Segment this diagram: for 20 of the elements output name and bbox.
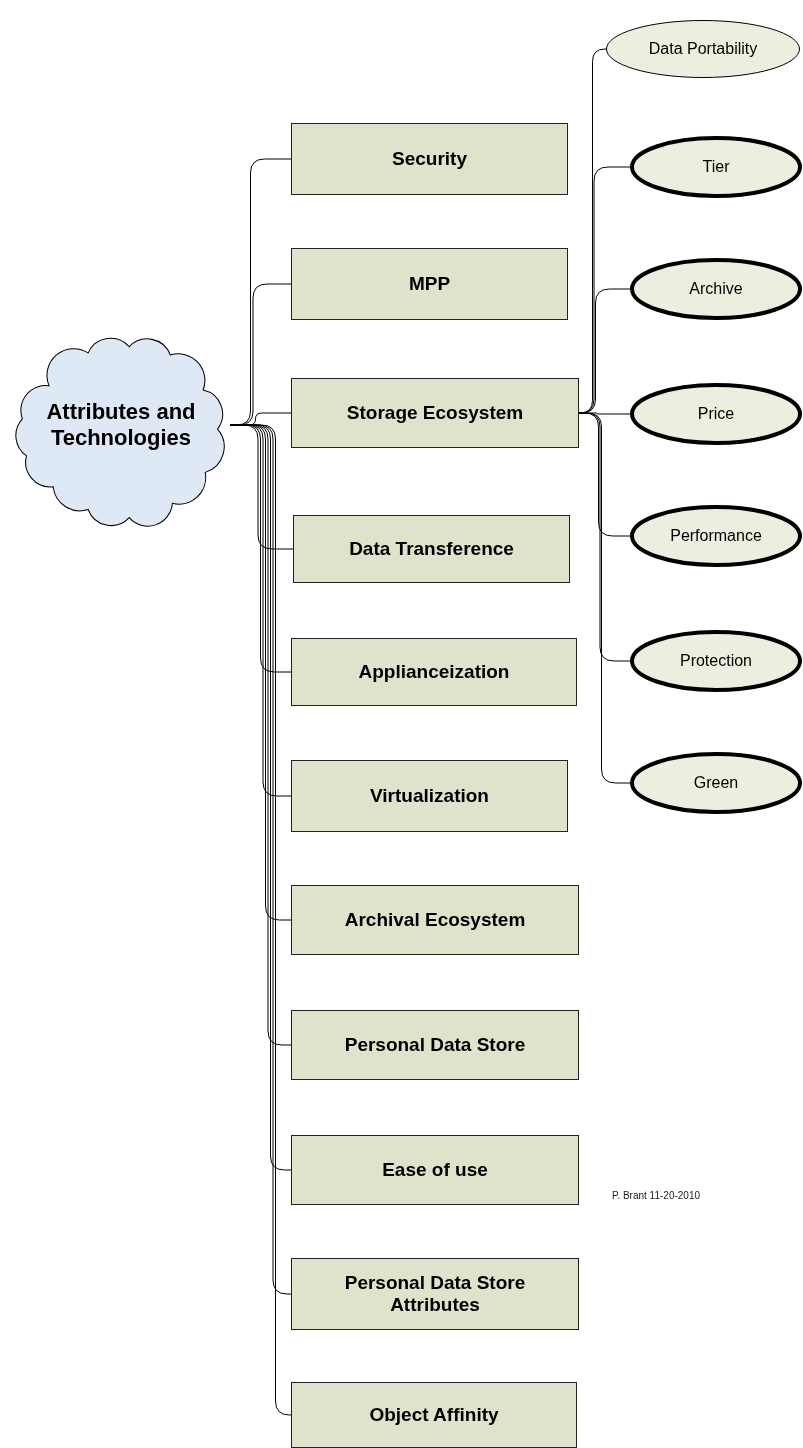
topic-box: MPP bbox=[291, 248, 568, 320]
subtopic-label: Performance bbox=[670, 527, 762, 545]
central-topic-label: Attributes and Technologies bbox=[45, 399, 197, 451]
subtopic-label: Green bbox=[693, 774, 739, 792]
topic-box: Storage Ecosystem bbox=[291, 378, 579, 448]
topic-box: Archival Ecosystem bbox=[291, 885, 579, 955]
subtopic-label: Data Portability bbox=[648, 40, 758, 58]
subtopic-label: Tier bbox=[702, 158, 730, 176]
author-date-note: P. Brant 11-20-2010 bbox=[612, 1190, 701, 1201]
topic-box: Personal Data Store Attributes bbox=[291, 1258, 579, 1330]
topic-box: Personal Data Store bbox=[291, 1010, 579, 1080]
topic-box: Security bbox=[291, 123, 568, 195]
subtopic-label: Archive bbox=[689, 280, 743, 298]
topic-box: Applianceization bbox=[291, 638, 577, 706]
subtopic-label: Protection bbox=[679, 652, 752, 670]
topic-box: Virtualization bbox=[291, 760, 568, 832]
topic-box: Data Transference bbox=[293, 515, 570, 583]
topic-box: Object Affinity bbox=[291, 1382, 577, 1448]
subtopic-label: Price bbox=[697, 405, 735, 423]
topic-box: Ease of use bbox=[291, 1135, 579, 1205]
